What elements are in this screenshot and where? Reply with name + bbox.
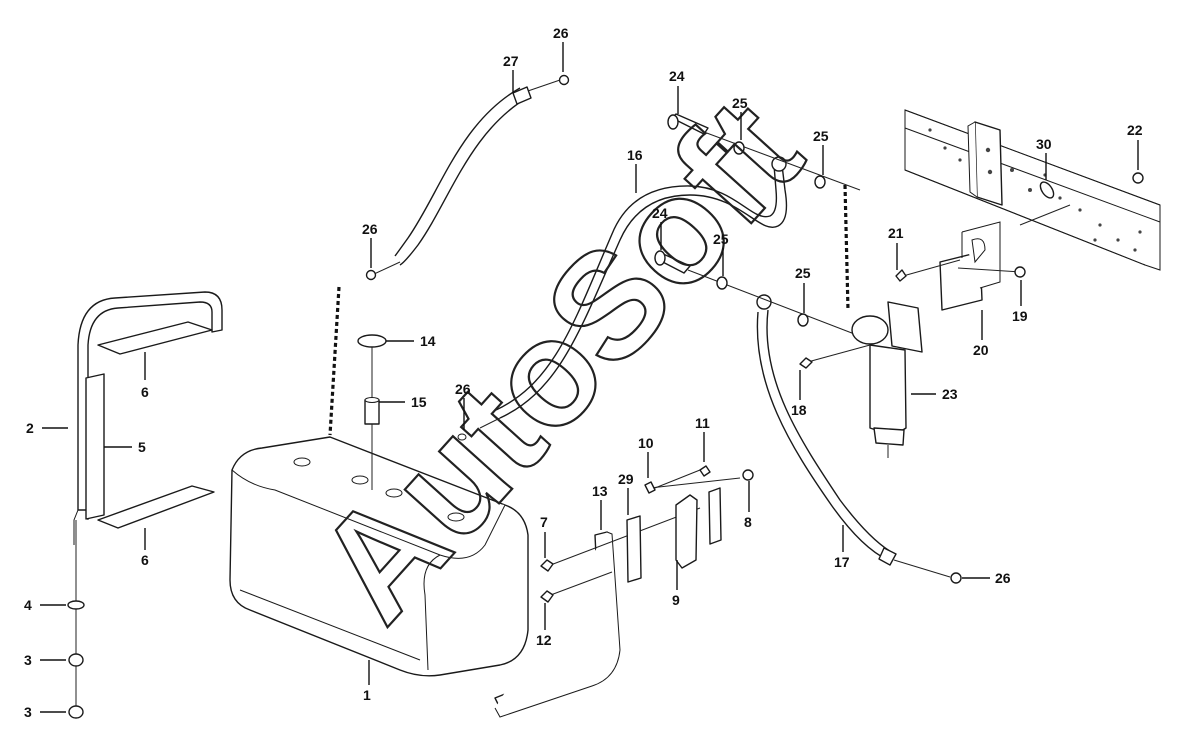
callout-4: 4 bbox=[24, 597, 32, 613]
clip-26-top bbox=[558, 74, 570, 86]
callout-26-mid: 26 bbox=[362, 221, 378, 237]
nut-19 bbox=[1014, 266, 1026, 278]
nut-22 bbox=[1132, 172, 1144, 184]
callout-leaders bbox=[40, 42, 1139, 713]
callout-9: 9 bbox=[672, 592, 680, 608]
callout-26-tank: 26 bbox=[455, 381, 471, 397]
bolt-18 bbox=[799, 357, 813, 369]
clamp-29 bbox=[626, 515, 642, 583]
frame-holes bbox=[928, 128, 1142, 252]
hose-27-end bbox=[512, 86, 532, 105]
connection-dashed-right bbox=[843, 184, 850, 311]
tank-support-bracket bbox=[494, 465, 754, 718]
bolt-21 bbox=[895, 269, 907, 282]
watermark: AutoSoft bbox=[283, 67, 834, 652]
callout-16: 16 bbox=[627, 147, 643, 163]
pad-5 bbox=[85, 373, 105, 520]
callout-10: 10 bbox=[638, 435, 654, 451]
callout-1: 1 bbox=[363, 687, 371, 703]
callout-27: 27 bbox=[503, 53, 519, 69]
fuel-filter-assembly bbox=[799, 221, 1026, 458]
callout-labels: 1 2 3 3 4 5 6 6 7 8 9 10 11 12 13 14 15 … bbox=[24, 25, 1143, 720]
callout-21: 21 bbox=[888, 225, 904, 241]
callout-3-lower: 3 bbox=[24, 704, 32, 720]
callout-23: 23 bbox=[942, 386, 958, 402]
bolt-12 bbox=[540, 590, 554, 603]
clip-26-mid bbox=[365, 269, 377, 281]
washer-25-d bbox=[797, 313, 809, 327]
washer-25-a bbox=[733, 141, 745, 155]
callout-12: 12 bbox=[536, 632, 552, 648]
sealing-ring-30 bbox=[1039, 181, 1055, 199]
fuel-tank bbox=[229, 433, 529, 677]
bolt-10 bbox=[644, 481, 656, 494]
callout-24-lower: 24 bbox=[652, 205, 668, 221]
chassis-frame-rail bbox=[904, 109, 1161, 271]
callout-24-upper: 24 bbox=[669, 68, 685, 84]
connection-dashed-left bbox=[328, 286, 341, 436]
callout-11: 11 bbox=[695, 415, 710, 431]
pad-6-upper bbox=[97, 321, 213, 355]
callout-15: 15 bbox=[411, 394, 427, 410]
callout-8: 8 bbox=[744, 514, 752, 530]
callout-26-top: 26 bbox=[553, 25, 569, 41]
washer-4 bbox=[67, 600, 85, 610]
callout-5: 5 bbox=[138, 439, 146, 455]
callout-25-b: 25 bbox=[813, 128, 829, 144]
nut-3-upper bbox=[68, 653, 84, 667]
callout-26-bottom: 26 bbox=[995, 570, 1011, 586]
hose-17 bbox=[756, 294, 962, 584]
plate-right bbox=[708, 487, 722, 545]
callout-22: 22 bbox=[1127, 122, 1143, 138]
callout-30: 30 bbox=[1036, 136, 1052, 152]
hose-27 bbox=[365, 74, 570, 281]
callout-17: 17 bbox=[834, 554, 850, 570]
hose-16 bbox=[479, 156, 788, 429]
clamp-9 bbox=[675, 494, 698, 569]
callout-25-c: 25 bbox=[713, 231, 729, 247]
nut-8 bbox=[742, 469, 754, 481]
callout-2: 2 bbox=[26, 420, 34, 436]
washer-25-b bbox=[814, 175, 826, 189]
callout-6-lower: 6 bbox=[141, 552, 149, 568]
callout-14: 14 bbox=[420, 333, 436, 349]
svg-text:AutoSoft: AutoSoft bbox=[284, 69, 832, 652]
bracket-20 bbox=[939, 251, 983, 311]
callout-13: 13 bbox=[592, 483, 608, 499]
callout-6-upper: 6 bbox=[141, 384, 149, 400]
callout-25-a: 25 bbox=[732, 95, 748, 111]
pad-6-lower bbox=[97, 485, 215, 529]
sender-15 bbox=[364, 399, 380, 425]
clip-26-bottom bbox=[950, 572, 962, 584]
tank-strap-assembly bbox=[67, 291, 223, 719]
callout-19: 19 bbox=[1012, 308, 1028, 324]
bolt-7 bbox=[540, 559, 554, 572]
callout-7: 7 bbox=[540, 514, 548, 530]
bolt-11 bbox=[699, 465, 711, 477]
callout-18: 18 bbox=[791, 402, 807, 418]
callout-20: 20 bbox=[973, 342, 989, 358]
callout-25-d: 25 bbox=[795, 265, 811, 281]
nut-3-lower bbox=[68, 705, 84, 719]
filler-cap-14 bbox=[357, 334, 387, 348]
callout-29: 29 bbox=[618, 471, 634, 487]
banjo-fittings bbox=[654, 113, 871, 341]
washer-25-c bbox=[716, 276, 728, 290]
callout-3-upper: 3 bbox=[24, 652, 32, 668]
